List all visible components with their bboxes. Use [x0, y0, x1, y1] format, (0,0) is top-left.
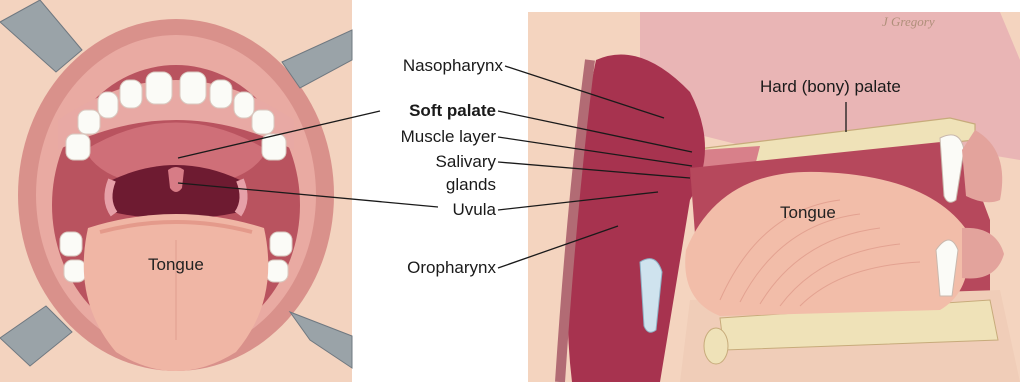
label-tongue-front: Tongue [148, 255, 204, 274]
label-salivary: Salivary [436, 152, 497, 171]
label-nasopharynx: Nasopharynx [403, 56, 504, 75]
label-hard-palate: Hard (bony) palate [760, 77, 901, 96]
label-soft-palate: Soft palate [409, 101, 496, 120]
label-tongue-side: Tongue [780, 203, 836, 222]
label-muscle-layer: Muscle layer [401, 127, 497, 146]
label-glands: glands [446, 175, 496, 194]
artist-signature: J Gregory [882, 14, 935, 29]
front-view-illustration [0, 0, 352, 382]
uvula-front [168, 167, 184, 192]
label-oropharynx: Oropharynx [407, 258, 496, 277]
hyoid-bone [704, 328, 728, 364]
label-uvula: Uvula [453, 200, 497, 219]
sagittal-view-illustration [528, 12, 1020, 382]
